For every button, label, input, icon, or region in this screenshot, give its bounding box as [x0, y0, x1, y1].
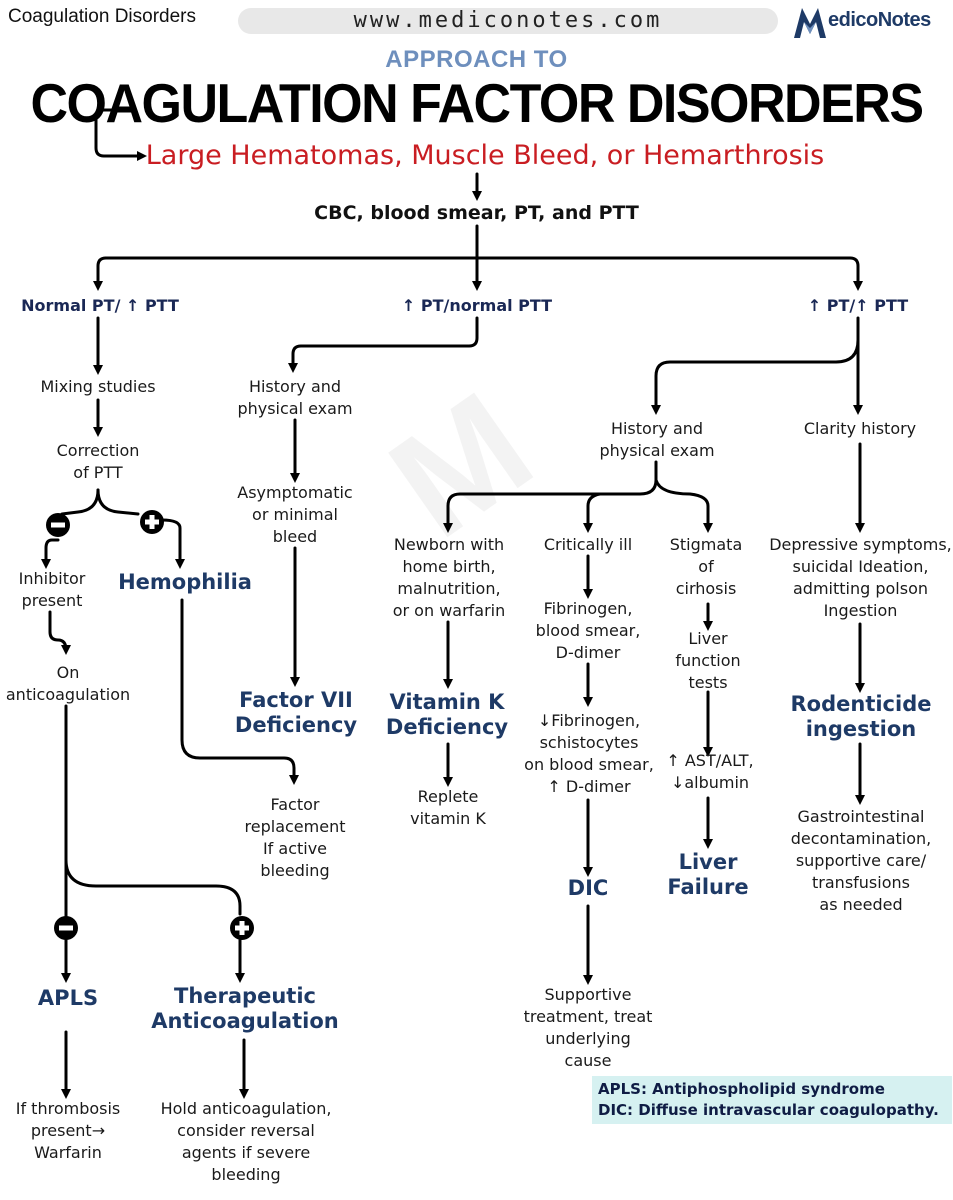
mixing-studies: Mixing studies: [40, 377, 156, 396]
page-title: COAGULATION FACTOR DISORDERS: [30, 73, 924, 135]
branch-high-pt-normal-ptt: ↑ PT/normal PTT: [401, 296, 553, 315]
fibrinogen-result: ↓Fibrinogen,schistocytes on blood smear,…: [524, 711, 654, 796]
logo-m-icon: [794, 8, 826, 38]
branch-high-pt-high-ptt: ↑ PT/↑ PTT: [807, 296, 909, 315]
branch-normal-pt-high-ptt: Normal PT/ ↑ PTT: [21, 296, 179, 315]
legend-dic: DIC: Diffuse intravascular coagulopathy.: [598, 1101, 939, 1119]
legend-apls: APLS: Antiphospholipid syndrome: [598, 1080, 885, 1098]
fibrinogen-tests: Fibrinogen,blood smear,D-dimer: [535, 599, 641, 662]
brand-logo: edicoNotes: [790, 2, 950, 44]
dx-dic: DIC: [567, 876, 609, 900]
therapeutic-treatment: Hold anticoagulation,consider reversal a…: [160, 1099, 332, 1184]
dx-apls: APLS: [37, 986, 99, 1010]
dx-hemophilia: Hemophilia: [118, 570, 252, 594]
critically-ill: Critically ill: [543, 535, 633, 554]
presentation-text: Large Hematomas, Muscle Bleed, or Hemart…: [145, 140, 825, 171]
lft-result: ↑ AST/ALT,↓albumin: [666, 751, 754, 792]
topic-label: Coagulation Disorders: [8, 6, 196, 27]
initial-tests: CBC, blood smear, PT, and PTT: [314, 202, 639, 224]
sign-badges: [46, 510, 254, 940]
abbreviation-legend: APLS: Antiphospholipid syndrome DIC: Dif…: [592, 1076, 952, 1124]
logo-text: edicoNotes: [828, 9, 931, 31]
site-url[interactable]: www.mediconotes.com: [238, 8, 778, 34]
title-approach: APPROACH TO: [385, 46, 568, 73]
depressive-symptoms: Depressive symptoms,suicidal Ideation, a…: [769, 535, 952, 620]
clarity-history: Clarity history: [803, 419, 917, 438]
